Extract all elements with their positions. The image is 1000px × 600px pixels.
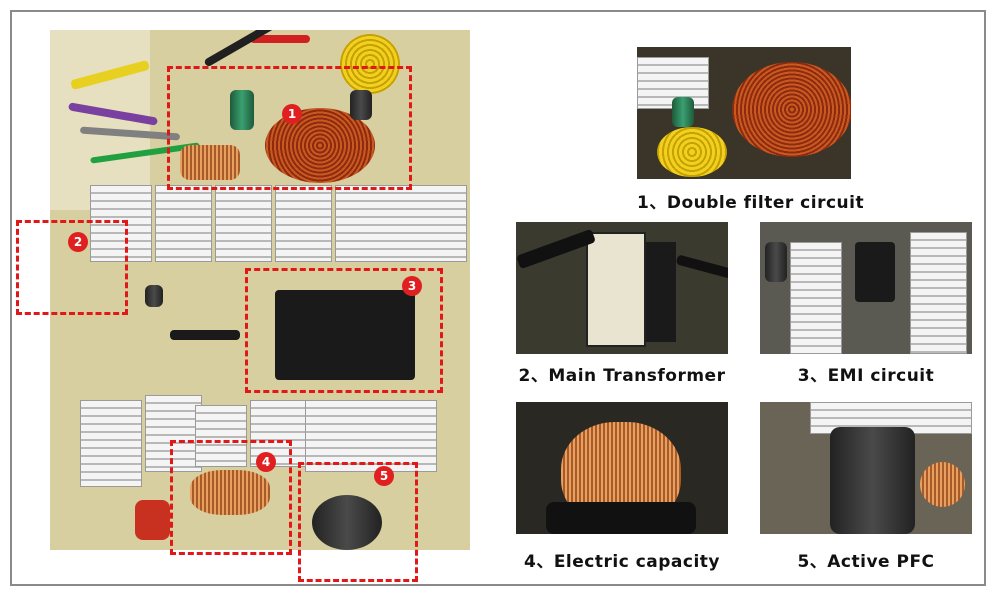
toroid-coil <box>732 62 851 157</box>
caption-4: 4、Electric capacity <box>523 552 720 572</box>
toroid-coil <box>265 108 375 183</box>
small-coil <box>920 462 965 507</box>
heatsink <box>790 242 842 354</box>
capacitor <box>230 90 254 130</box>
heatsink <box>90 185 152 262</box>
callout-box-5 <box>298 462 418 582</box>
transformer-core <box>646 242 676 342</box>
heatsink <box>155 185 212 262</box>
callout-box-1 <box>167 66 412 190</box>
photo-emi-circuit <box>760 222 972 354</box>
bulk-capacitor <box>830 427 915 534</box>
red-wire <box>250 35 310 43</box>
caption-3: 3、EMI circuit <box>797 366 935 386</box>
callout-box-3 <box>245 268 443 393</box>
heatsink <box>335 185 467 262</box>
capacitor <box>672 97 694 127</box>
callout-badge-1: 1 <box>282 104 302 124</box>
callout-badge-2: 2 <box>68 232 88 252</box>
heatsink <box>305 400 437 472</box>
photo-electric-capacity <box>516 402 728 534</box>
glue-base <box>546 502 696 534</box>
transformer <box>275 290 415 380</box>
small-coil <box>180 145 240 180</box>
heatsink <box>910 232 967 354</box>
caption-2: 2、Main Transformer <box>518 366 726 386</box>
photo-main-transformer <box>516 222 728 354</box>
capacitor <box>145 285 163 307</box>
heatsink <box>215 185 272 262</box>
yellow-coil <box>657 127 727 177</box>
capacitor <box>765 242 787 282</box>
x-capacitor <box>135 500 170 540</box>
caption-1: 1、Double filter circuit <box>637 193 865 213</box>
callout-badge-4: 4 <box>256 452 276 472</box>
transformer-housing <box>586 232 646 347</box>
callout-box-4 <box>170 440 292 555</box>
yellow-coil <box>340 34 400 94</box>
callout-badge-3: 3 <box>402 276 422 296</box>
photo-active-pfc <box>760 402 972 534</box>
ic-chip <box>855 242 895 302</box>
ic-chip <box>170 330 240 340</box>
callout-badge-5: 5 <box>374 466 394 486</box>
photo-double-filter-circuit <box>637 47 851 179</box>
heatsink <box>80 400 142 487</box>
heatsink <box>145 395 202 472</box>
capacitor <box>350 90 372 120</box>
caption-5: 5、Active PFC <box>797 552 935 572</box>
callout-box-2 <box>16 220 128 315</box>
pfc-coil <box>190 470 270 515</box>
heatsink <box>195 405 247 467</box>
heatsink <box>275 185 332 262</box>
bulk-capacitor <box>312 495 382 550</box>
